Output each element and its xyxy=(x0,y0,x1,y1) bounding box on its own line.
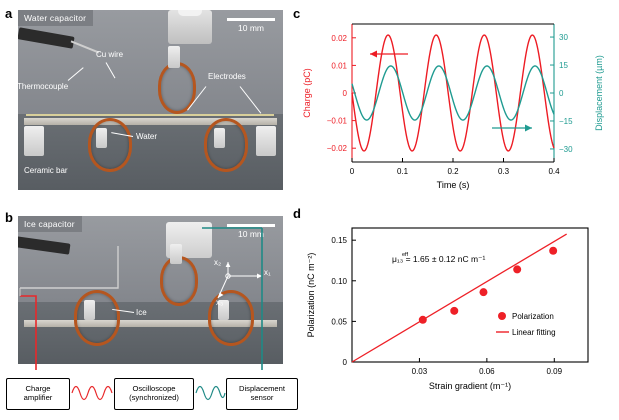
label-axis-x3: x₃ xyxy=(216,298,224,307)
svg-text:0: 0 xyxy=(343,89,348,98)
label-axis-x2: x₂ xyxy=(214,258,222,267)
scalebar-label: 10 mm xyxy=(238,23,264,33)
photo-b-title: Ice capacitor xyxy=(18,216,82,232)
svg-text:−15: −15 xyxy=(559,117,573,126)
svg-text:0.06: 0.06 xyxy=(479,367,495,376)
svg-text:Polarization: Polarization xyxy=(512,312,554,321)
svg-text:0.3: 0.3 xyxy=(498,167,510,176)
box-displacement-sensor[interactable]: Displacement sensor xyxy=(226,378,298,410)
box-charge-amplifier[interactable]: Charge amplifier xyxy=(6,378,70,410)
electrode-post-left-b xyxy=(84,300,95,320)
svg-text:Strain gradient (m⁻¹): Strain gradient (m⁻¹) xyxy=(429,381,511,391)
svg-text:0.02: 0.02 xyxy=(331,34,347,43)
panel-letter-d: d xyxy=(293,206,301,221)
svg-text:0: 0 xyxy=(343,358,348,367)
photo-b-scalebar: 10 mm xyxy=(227,224,275,239)
label-axis-x1: x₁ xyxy=(264,268,271,277)
box-oscilloscope[interactable]: Oscilloscope (synchronized) xyxy=(114,378,194,410)
svg-text:0.15: 0.15 xyxy=(331,236,347,245)
support-left xyxy=(24,126,44,156)
photo-ice-capacitor: Ice capacitor 10 mm Ice x₁ x₂ x₃ xyxy=(18,216,283,364)
fixture-cap xyxy=(178,10,202,16)
electrode-post-right xyxy=(214,128,225,148)
coil-right-b xyxy=(208,290,254,346)
electrode-post-top xyxy=(168,46,180,68)
svg-text:eff: eff xyxy=(402,252,408,258)
photo-water-capacitor: Water capacitor 10 mm Cu wire Thermocoup… xyxy=(18,10,283,190)
scalebar-label-b: 10 mm xyxy=(238,229,264,239)
scalebar-line xyxy=(227,18,275,21)
coil-left-b xyxy=(74,290,120,346)
photo-a-title: Water capacitor xyxy=(18,10,94,26)
axes-triad xyxy=(217,262,262,299)
electrode-post-right-b xyxy=(218,300,229,320)
label-thermocouple: Thermocouple xyxy=(18,82,69,91)
electrode-post-left xyxy=(96,128,107,148)
coil-right xyxy=(204,118,248,172)
scalebar-line-b xyxy=(227,224,275,227)
label-ice: Ice xyxy=(136,308,147,317)
svg-text:0: 0 xyxy=(559,89,564,98)
svg-text:Polarization (nC m⁻²): Polarization (nC m⁻²) xyxy=(306,253,316,338)
box-displacement-sensor-label: Displacement sensor xyxy=(238,384,285,402)
svg-text:0.4: 0.4 xyxy=(548,167,560,176)
svg-text:Linear fitting: Linear fitting xyxy=(512,328,556,337)
waveform-red xyxy=(71,385,113,401)
svg-text:−30: −30 xyxy=(559,145,573,154)
svg-text:0.05: 0.05 xyxy=(331,317,347,326)
svg-text:μ₁₃ = 1.65 ± 0.12 nC m⁻¹: μ₁₃ = 1.65 ± 0.12 nC m⁻¹ xyxy=(392,254,486,264)
svg-text:Charge (pC): Charge (pC) xyxy=(302,68,312,118)
cu-wire-line xyxy=(26,114,274,116)
svg-text:0.03: 0.03 xyxy=(412,367,428,376)
box-oscilloscope-label: Oscilloscope (synchronized) xyxy=(129,384,179,402)
waveform-teal xyxy=(195,385,226,401)
support-right xyxy=(256,126,276,156)
svg-text:0.09: 0.09 xyxy=(546,367,562,376)
svg-text:0.01: 0.01 xyxy=(331,61,347,70)
svg-text:−0.01: −0.01 xyxy=(327,117,348,126)
photo-a-scalebar: 10 mm xyxy=(227,18,275,33)
svg-text:0.2: 0.2 xyxy=(447,167,459,176)
ceramic-bar-b xyxy=(24,320,277,327)
panel-letter-b: b xyxy=(5,210,13,225)
ceramic-bar xyxy=(24,118,277,125)
svg-text:30: 30 xyxy=(559,33,568,42)
svg-text:Time (s): Time (s) xyxy=(437,180,470,190)
svg-text:−0.02: −0.02 xyxy=(327,144,348,153)
panel-letter-a: a xyxy=(5,6,13,21)
label-electrodes: Electrodes xyxy=(208,72,246,81)
box-charge-amplifier-label: Charge amplifier xyxy=(23,384,53,402)
svg-text:0: 0 xyxy=(350,167,355,176)
panel-letter-c: c xyxy=(293,6,301,21)
photo-a-background xyxy=(18,10,283,118)
svg-text:15: 15 xyxy=(559,61,568,70)
svg-text:0.10: 0.10 xyxy=(331,277,347,286)
label-water: Water xyxy=(136,132,158,141)
label-cu-wire: Cu wire xyxy=(96,50,124,59)
svg-text:0.1: 0.1 xyxy=(397,167,409,176)
electrode-post-top-b xyxy=(170,244,182,264)
coil-left xyxy=(88,118,132,172)
label-ceramic-bar: Ceramic bar xyxy=(24,166,68,175)
svg-text:Displacement (µm): Displacement (µm) xyxy=(594,55,604,131)
